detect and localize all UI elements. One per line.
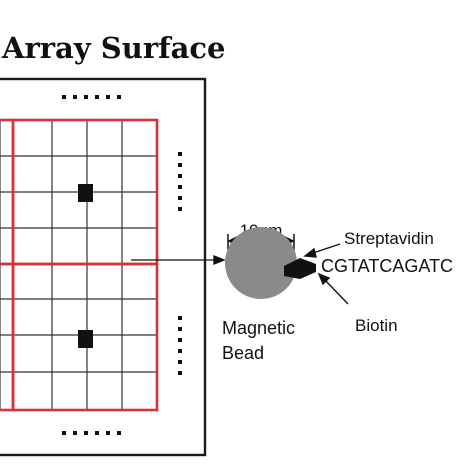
dots-right-upper [178, 152, 182, 211]
biotin-label: Biotin [355, 316, 398, 335]
red-cell-bottom-left [0, 262, 15, 412]
zoom-arrow [131, 255, 226, 265]
array-frame [0, 77, 207, 457]
red-cell-groups [0, 118, 159, 412]
magnetic-bead [225, 227, 297, 299]
diagram-title: Array Surface [1, 31, 225, 65]
dots-bottom [62, 431, 121, 435]
bead-label-line2: Bead [222, 343, 264, 363]
red-cell-bottom-right [11, 262, 159, 412]
streptavidin-biotin-linker [284, 258, 316, 279]
dots-right-lower [178, 316, 182, 375]
bead-label-line1: Magnetic [222, 318, 295, 338]
bound-bead-marker-bottom [78, 330, 93, 348]
label-pointers [303, 243, 349, 305]
streptavidin-label: Streptavidin [344, 229, 434, 248]
dots-top [62, 95, 121, 99]
bound-bead-marker-top [78, 184, 93, 202]
sequence-label: CGTATCAGATC [321, 256, 453, 276]
